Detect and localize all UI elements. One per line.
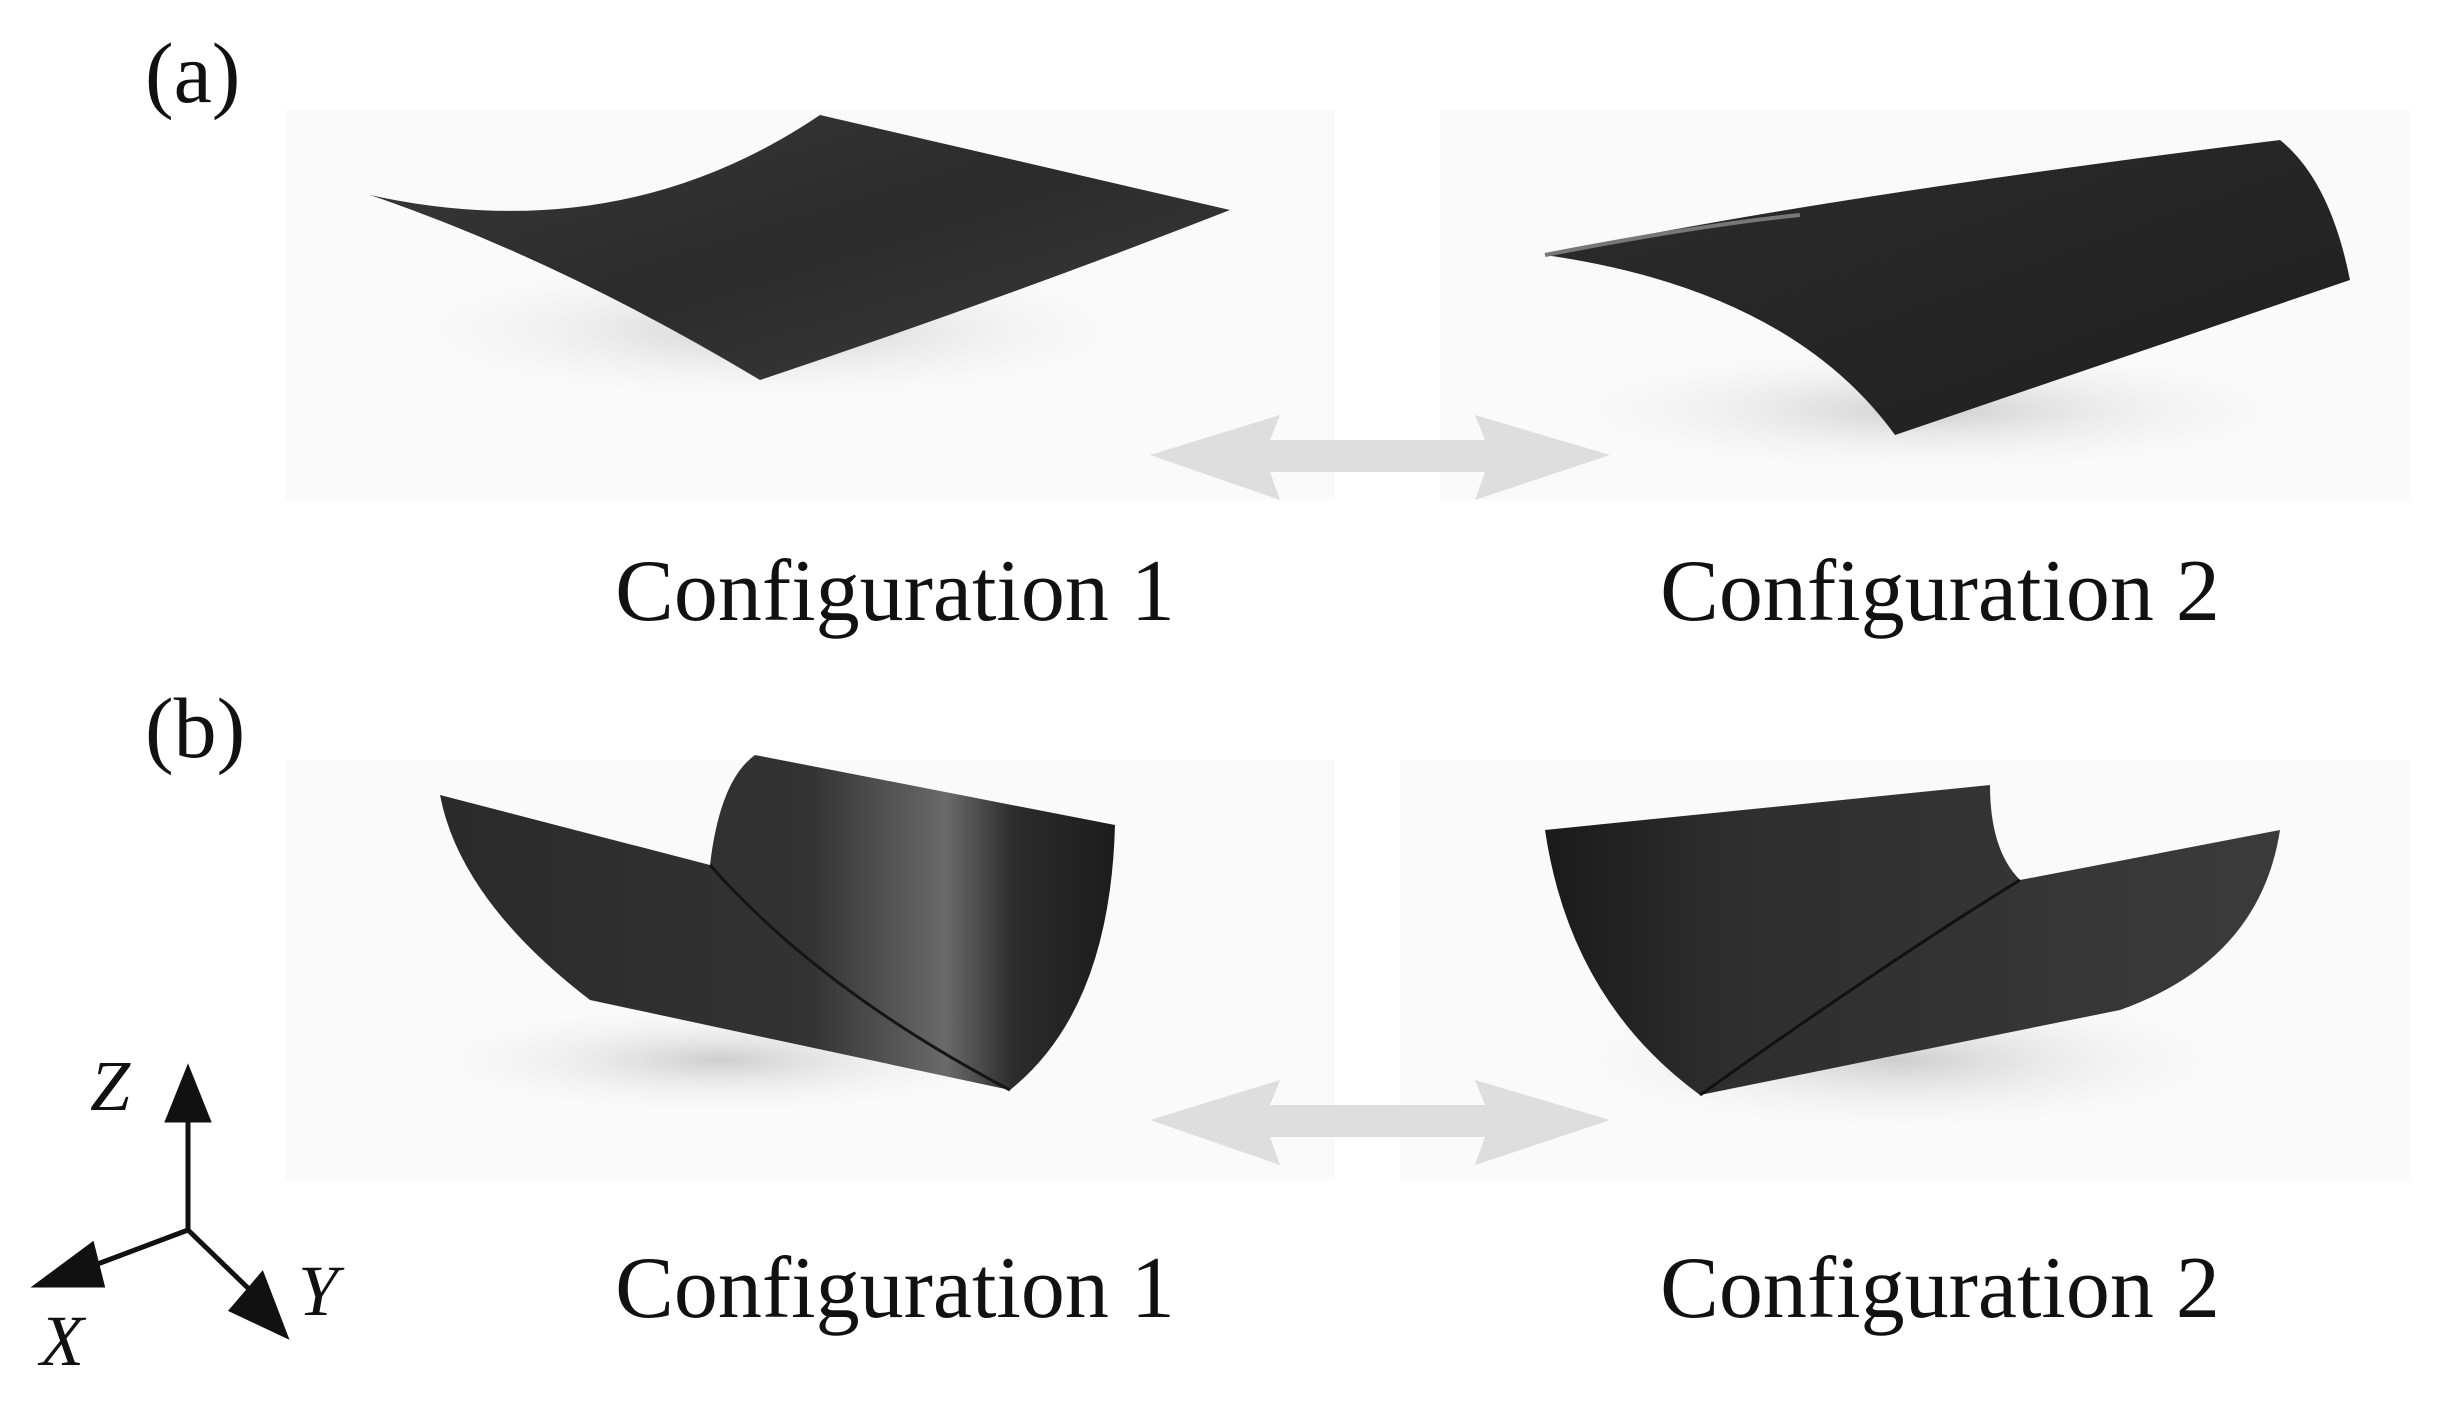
trough-b2 [1545,785,2280,1095]
caption-b-config-2: Configuration 2 [1660,1240,2220,1337]
x-axis-line [94,1227,189,1268]
axis-label-z: Z [90,1046,131,1126]
caption-a-config-1: Configuration 1 [615,543,1175,640]
caption-a-config-2: Configuration 2 [1660,543,2220,640]
double-arrow-b [1150,1080,1610,1165]
z-axis-arrowhead [164,1063,212,1123]
double-arrow-a [1150,415,1610,500]
trough-b2-edge [1699,878,2021,1097]
y-axis-arrowhead [227,1270,290,1340]
trough-b1 [440,755,1115,1090]
panel-label-b: (b) [145,680,246,776]
axis-label-x: X [40,1301,84,1381]
trough-b1-edge [708,864,1011,1092]
caption-b-config-1: Configuration 1 [615,1240,1175,1337]
sheet-a2 [1545,140,2350,435]
x-axis-arrowhead [30,1240,106,1288]
coordinate-triad [30,1063,290,1340]
axis-label-y: Y [298,1251,339,1331]
y-axis-line [186,1228,252,1292]
sheet-a1 [370,115,1230,380]
panel-label-a: (a) [145,25,241,121]
sheet-a2-highlight [1544,213,1801,257]
